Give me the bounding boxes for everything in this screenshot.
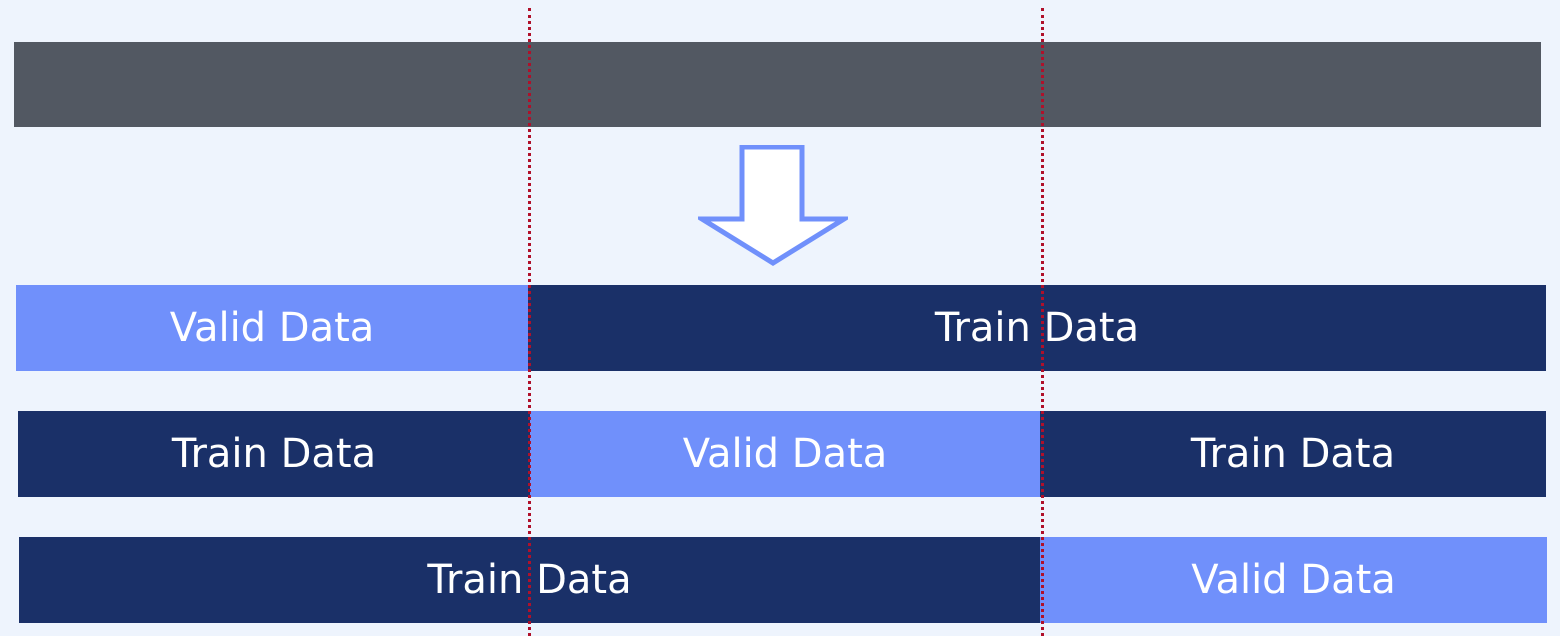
fold-row-1: Valid Data Train Data (16, 285, 1546, 371)
valid-data-segment: Valid Data (530, 411, 1040, 497)
fold-row-3: Train Data Valid Data (19, 537, 1547, 623)
fold-divider-line (1041, 8, 1044, 636)
valid-data-segment: Valid Data (16, 285, 528, 371)
valid-data-segment: Valid Data (1040, 537, 1547, 623)
fold-row-2: Train Data Valid Data Train Data (18, 411, 1546, 497)
down-arrow-icon (698, 145, 848, 266)
full-dataset-bar (14, 42, 1541, 127)
fold-divider-line (528, 8, 531, 636)
train-data-segment: Train Data (1040, 411, 1546, 497)
train-data-segment: Train Data (18, 411, 530, 497)
train-data-segment: Train Data (528, 285, 1546, 371)
